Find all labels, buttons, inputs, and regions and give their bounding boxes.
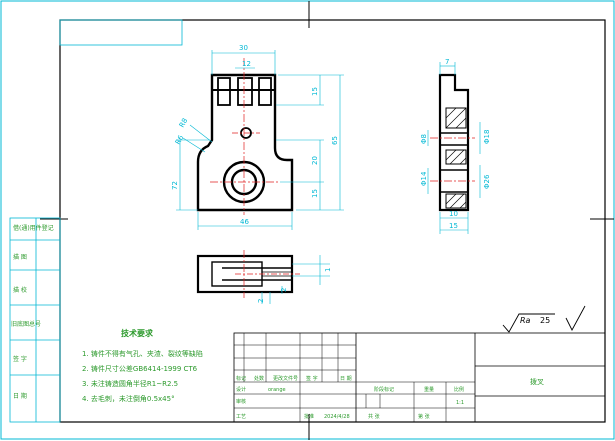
tb-scale-value: 1:1 [456,400,464,406]
bottom-dims [261,255,330,304]
tb-sheet-no: 第 张 [418,413,430,420]
dim-bottom-d2: 2 [257,299,265,303]
tb-label-date: 日 期 [340,376,352,382]
inner-frame [59,19,606,423]
dim-h-lower: 15 [311,189,319,198]
tech-title: 技术要求 [121,328,154,338]
dim-side-w2: 15 [449,222,458,230]
strip-label-2: 描 校 [13,286,27,294]
dim-inner-width: 12 [242,60,251,68]
tb-approve: 批准 [304,413,314,420]
side-dims [427,62,481,234]
tb-stage: 阶段标记 [374,386,394,393]
strip-label-5: 日 期 [13,392,27,400]
dim-bottom-d1: 1 [324,268,332,272]
dim-radius-outer: R8 [178,117,190,129]
title-block [233,332,606,423]
dim-side-d3: Φ18 [483,130,491,144]
tb-scale: 比例 [454,386,464,393]
tb-part-name: 拨叉 [530,377,544,386]
dim-side-w1: 10 [449,210,458,218]
dim-radius-inner: R6 [174,133,186,146]
tb-label-sign: 签 字 [306,375,318,382]
dim-total-width: 46 [240,218,249,226]
dim-bottom-d3: 2 [280,288,288,292]
corner-box [59,19,183,46]
dim-left-height: 72 [171,181,179,190]
strip-label-3: 旧底图总号 [11,320,41,328]
strip-label-1: 描 图 [13,253,27,261]
tb-craft: 工艺 [236,414,246,420]
dim-side-d2: Φ14 [420,171,428,186]
tb-label-docno: 更改文件号 [273,375,298,382]
strip-label-0: 借(通)用件登记 [13,224,54,232]
side-view [430,73,475,212]
dim-side-d1: Φ8 [420,134,428,144]
tb-sheet-total: 共 张 [368,413,380,420]
dim-top-width: 30 [239,44,248,52]
tb-check: 审核 [236,398,246,405]
tb-label-count: 处数 [254,375,264,382]
front-dims [176,50,344,230]
dim-height-overall: 65 [331,136,339,145]
tech-item-2: 2. 铸件尺寸公差GB6414-1999 CT6 [82,364,198,373]
strip-label-4: 签 字 [13,355,27,363]
tech-item-1: 1. 铸件不得有气孔、夹渣、裂纹等缺陷 [82,349,203,358]
tb-material: orange [268,387,286,393]
dim-h-mid: 20 [311,156,319,165]
tech-item-4: 4. 去毛刺，未注倒角0.5x45° [82,394,175,403]
tb-label-mark: 标记 [236,375,246,382]
tb-design: 设计 [236,386,246,393]
roughness-value: 25 [540,316,550,325]
tech-item-3: 3. 未注铸造圆角半径R1~R2.5 [82,379,178,388]
left-strip [9,217,61,423]
front-view [196,58,294,215]
bottom-view [196,250,300,298]
dim-side-d4: Φ26 [483,174,491,189]
roughness-symbol [502,305,586,333]
dim-h-upper: 15 [311,87,319,96]
tb-weight: 重量 [424,386,434,393]
roughness-label: Ra [520,316,531,325]
dim-side-thick: 7 [445,58,449,66]
tb-date: 2024/4/28 [324,414,350,420]
